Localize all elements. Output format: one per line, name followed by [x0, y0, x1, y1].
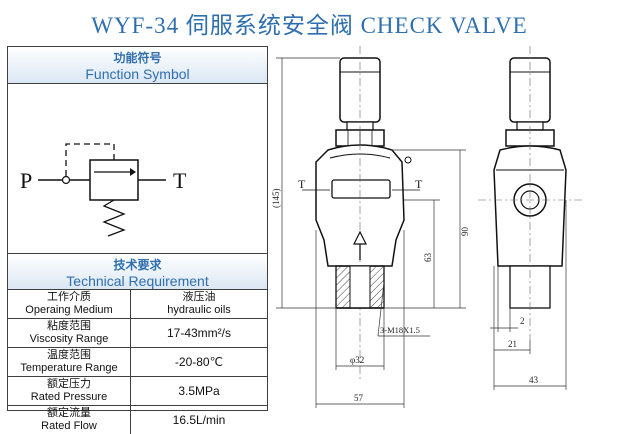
function-symbol-heading-en: Function Symbol [8, 66, 267, 82]
row-label-en: Operaing Medium [8, 304, 130, 317]
row-value: -20-80℃ [131, 348, 268, 377]
valve-body-box [90, 160, 138, 200]
dim-145-label: (145) [271, 189, 281, 209]
technical-requirement-header: 技术要求 Technical Requirement [8, 253, 267, 290]
port-t-right-label: T [415, 177, 423, 191]
spec-panel: 功能符号 Function Symbol P T 技术要求 Technical … [7, 46, 268, 411]
valve-drawing: T T (145) 90 63 3-M18X1.5 φ [270, 40, 619, 412]
dim-57-label: 57 [354, 393, 364, 403]
port-t-label: T [173, 168, 187, 193]
function-symbol-diagram: P T [8, 84, 267, 254]
row-label: 粘度范围 Viscosity Range [8, 319, 131, 348]
row-label-en: Temperature Range [8, 362, 130, 375]
dim-90-label: 90 [460, 227, 470, 237]
row-label-cn: 温度范围 [8, 349, 130, 362]
row-value: 16.5L/min [131, 406, 268, 434]
row-label-en: Rated Flow [8, 420, 130, 433]
dim-43-label: 43 [529, 375, 539, 385]
dim-63-label: 63 [423, 253, 433, 263]
technical-requirement-heading-en: Technical Requirement [8, 273, 267, 289]
row-label-en: Rated Pressure [8, 391, 130, 404]
row-label-cn: 粘度范围 [8, 320, 130, 333]
row-label-cn: 工作介质 [8, 291, 130, 304]
table-row: 温度范围 Temperature Range -20-80℃ [8, 348, 267, 377]
front-thread-bore [350, 266, 370, 308]
row-label: 额定流量 Rated Flow [8, 406, 131, 434]
thread-spec-label: 3-M18X1.5 [380, 325, 420, 335]
row-label-cn: 额定压力 [8, 378, 130, 391]
row-value: 液压油 hydraulic oils [131, 290, 268, 319]
spring-icon [104, 200, 124, 236]
table-row: 粘度范围 Viscosity Range 17-43mm²/s [8, 319, 267, 348]
row-label: 温度范围 Temperature Range [8, 348, 131, 377]
table-row: 工作介质 Operaing Medium 液压油 hydraulic oils [8, 290, 267, 319]
table-row: 额定流量 Rated Flow 16.5L/min [8, 406, 267, 434]
function-symbol-header: 功能符号 Function Symbol [8, 47, 267, 84]
dim-2-label: 2 [520, 316, 525, 326]
technical-requirement-heading-cn: 技术要求 [8, 258, 267, 272]
technical-drawing: T T (145) 90 63 3-M18X1.5 φ [270, 40, 619, 412]
row-label-en: Viscosity Range [8, 333, 130, 346]
port-t-left-label: T [298, 177, 306, 191]
table-row: 额定压力 Rated Pressure 3.5MPa [8, 377, 267, 406]
function-symbol-heading-cn: 功能符号 [8, 51, 267, 65]
dim-32-label: φ32 [350, 355, 364, 365]
front-side-screw [405, 157, 411, 163]
check-valve-symbol: P T [8, 84, 267, 254]
row-label-cn: 额定流量 [8, 407, 130, 420]
row-value: 3.5MPa [131, 377, 268, 406]
technical-requirement-table: 工作介质 Operaing Medium 液压油 hydraulic oils … [8, 290, 267, 434]
row-value: 17-43mm²/s [131, 319, 268, 348]
row-label: 额定压力 Rated Pressure [8, 377, 131, 406]
page-title: WYF-34 伺服系统安全阀 CHECK VALVE [0, 6, 619, 36]
front-port-slot [332, 180, 390, 198]
dim-21-label: 21 [508, 339, 517, 349]
row-label: 工作介质 Operaing Medium [8, 290, 131, 319]
side-view [478, 46, 582, 340]
port-p-label: P [20, 168, 32, 193]
pilot-junction [63, 177, 70, 184]
